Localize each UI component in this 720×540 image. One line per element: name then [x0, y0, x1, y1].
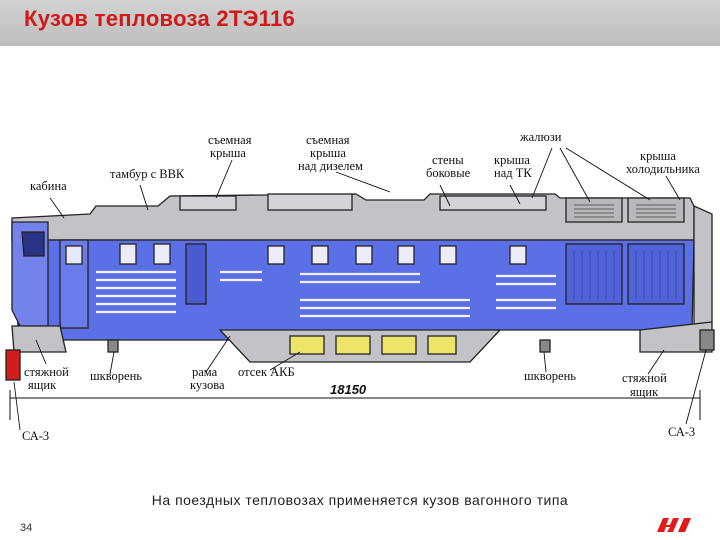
label-coupler-box-right-2: ящик [630, 385, 659, 399]
label-roof-diesel-1: съемная [306, 133, 350, 147]
page-number: 34 [20, 522, 33, 534]
label-removable-roof-1: съемная [208, 133, 252, 147]
label-coupler-box-right-1: стяжной [622, 371, 667, 385]
diagram-labels: кабина тамбур с ВВК съемная крыша съемна… [22, 130, 700, 443]
label-pivot-right: шкворень [524, 369, 576, 383]
label-cooler-roof-2: холодильника [626, 162, 700, 176]
label-coupler-box-left-2: ящик [28, 378, 57, 392]
label-vestibule: тамбур с ВВК [110, 167, 185, 181]
label-battery: отсек АКБ [238, 365, 295, 379]
label-body-frame-2: кузова [190, 378, 225, 392]
label-coupler-left: СА-3 [22, 429, 49, 443]
label-roof-tk-1: крыша [494, 153, 530, 167]
dimension-line [9, 390, 701, 420]
label-body-frame-1: рама [192, 365, 218, 379]
slide-caption: На поездных тепловозах применяется кузов… [151, 492, 569, 508]
label-length: 18150 [330, 382, 367, 397]
label-roof-diesel-2: крыша [310, 146, 346, 160]
label-coupler-right: СА-3 [668, 425, 695, 439]
label-cabin: кабина [30, 179, 67, 193]
slide-header: Кузов тепловоза 2ТЭ116 [0, 0, 720, 46]
label-roof-diesel-3: над дизелем [298, 159, 363, 173]
label-side-walls-2: боковые [426, 166, 471, 180]
label-side-walls-1: стены [432, 153, 464, 167]
label-louvers: жалюзи [519, 130, 562, 144]
rzd-logo [657, 518, 691, 532]
label-removable-roof-2: крыша [210, 146, 246, 160]
label-roof-tk-2: над ТК [494, 166, 532, 180]
label-cooler-roof-1: крыша [640, 149, 676, 163]
locomotive-body-diagram: кабина тамбур с ВВК съемная крыша съемна… [5, 130, 715, 443]
locomotive-body [5, 193, 715, 381]
leader-lines [13, 147, 707, 431]
slide-title: Кузов тепловоза 2ТЭ116 [24, 6, 296, 31]
label-coupler-box-left-1: стяжной [24, 365, 69, 379]
label-pivot-left: шкворень [90, 369, 142, 383]
